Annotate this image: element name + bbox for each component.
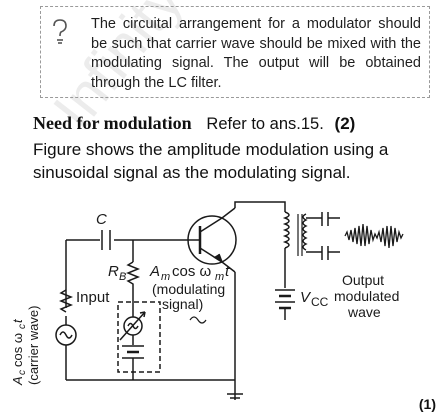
left-resistor	[58, 289, 74, 313]
question-bulb-icon	[49, 17, 71, 52]
output-coil	[302, 213, 308, 251]
carrier-expr-sub: c	[17, 324, 28, 329]
note-box: The circuital arrangement for a modulato…	[40, 6, 430, 98]
heading-reference: Refer to ans.15.	[206, 115, 324, 133]
resistor-label: R	[108, 263, 119, 280]
output-label-2: modulated	[334, 288, 399, 304]
carrier-note: (carrier wave)	[26, 306, 41, 385]
resistor-subscript: B	[119, 271, 126, 283]
modulating-t: t	[225, 263, 230, 280]
note-text: The circuital arrangement for a modulato…	[91, 16, 421, 91]
output-label-1: Output	[342, 272, 384, 288]
description-paragraph: Figure shows the amplitude modulation us…	[33, 140, 389, 182]
modulating-expr-sub: m	[215, 271, 224, 283]
footer-marks: (1)	[418, 396, 436, 412]
carrier-expr: cos ω	[10, 333, 25, 367]
modulator-circuit-diagram: C R B Input A m cos ω m t (modulating si…	[10, 201, 404, 400]
heading-title: Need for modulation	[33, 113, 192, 133]
input-label: Input	[76, 289, 110, 306]
vcc-subscript: CC	[311, 295, 329, 309]
section-heading: Need for modulation Refer to ans.15. (2)	[33, 112, 433, 135]
tank-coil	[282, 211, 290, 249]
transistor	[187, 215, 237, 265]
capacitor-label: C	[96, 211, 107, 228]
carrier-label: A	[10, 376, 25, 386]
modulating-expr: cos ω	[172, 263, 212, 280]
source-arrow	[119, 311, 146, 341]
output-label-3: wave	[347, 304, 381, 320]
modulating-amp-sub: m	[161, 271, 170, 283]
modulating-amp: A	[149, 263, 160, 280]
rb-resistor	[125, 261, 141, 302]
modulating-note-2: signal)	[162, 296, 203, 312]
vcc-label: V	[300, 289, 312, 306]
modulating-source-box	[117, 301, 161, 373]
modulating-note-1: (modulating	[152, 281, 225, 297]
modulating-wave-glyph	[189, 316, 207, 324]
heading-marks: (2)	[334, 114, 356, 133]
carrier-t: t	[10, 318, 25, 323]
am-output-wave	[344, 223, 404, 249]
carrier-subscript: c	[17, 370, 28, 375]
